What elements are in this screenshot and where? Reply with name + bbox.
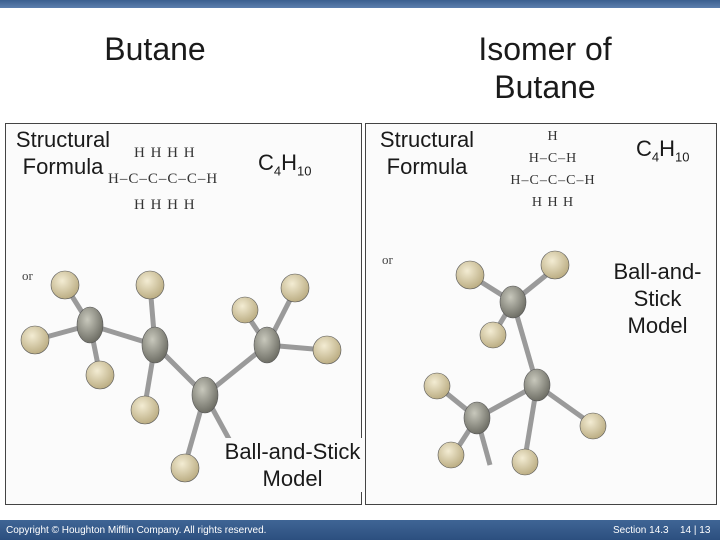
struct-row2: H–C–H <box>528 151 578 166</box>
formula-c: C <box>636 136 652 161</box>
formula-c: C <box>258 150 274 175</box>
footer-copyright: Copyright © Houghton Mifflin Company. Al… <box>6 525 267 536</box>
butane-or: or <box>22 268 33 283</box>
struct-top: H <box>547 129 559 144</box>
struct-mid-row: H–C–C–C–H <box>510 173 596 188</box>
footer-bar: Copyright © Houghton Mifflin Company. Al… <box>0 520 720 540</box>
struct-top-row: H H H H <box>134 145 196 161</box>
isomer-ball-stick-model <box>423 250 607 476</box>
butane-structural-label: Structural Formula <box>15 127 111 179</box>
footer-page: 14 | 13 <box>680 525 711 536</box>
footer-section: Section 14.3 <box>613 525 669 536</box>
formula-c-sub: 4 <box>273 163 282 179</box>
isomer-or: or <box>382 252 393 267</box>
butane-structural-formula: H H H H H–C–C–C–C–H H H H H <box>108 140 248 218</box>
top-bar <box>0 0 720 8</box>
formula-h: H <box>281 150 298 175</box>
struct-mid-row: H–C–C–C–C–H <box>108 171 219 187</box>
isomer-molecular-formula: C4H10 <box>636 136 689 164</box>
butane-ball-stick-model <box>20 270 342 483</box>
butane-molecular-formula: C4H10 <box>258 150 311 178</box>
butane-ball-stick-label: Ball-and-Stick Model <box>215 438 370 492</box>
struct-bot-row: H H H H <box>134 197 196 213</box>
formula-h-sub: 10 <box>297 163 312 179</box>
formula-c-sub: 4 <box>651 149 660 165</box>
isomer-panel <box>365 123 717 505</box>
isomer-structural-label: Structural Formula <box>379 127 475 179</box>
isomer-structural-formula: H H–C–H H–C–C–C–H H H H <box>488 126 618 214</box>
title-butane: Butane <box>104 31 206 67</box>
struct-bot-row: H H H <box>531 195 575 210</box>
formula-h: H <box>659 136 676 161</box>
isomer-ball-stick-label: Ball-and-Stick Model <box>613 259 702 338</box>
title-isomer: Isomer of Butane <box>478 31 612 105</box>
hydrogen-atom <box>20 325 50 355</box>
carbon-atom <box>76 306 104 344</box>
formula-h-sub: 10 <box>675 149 690 165</box>
